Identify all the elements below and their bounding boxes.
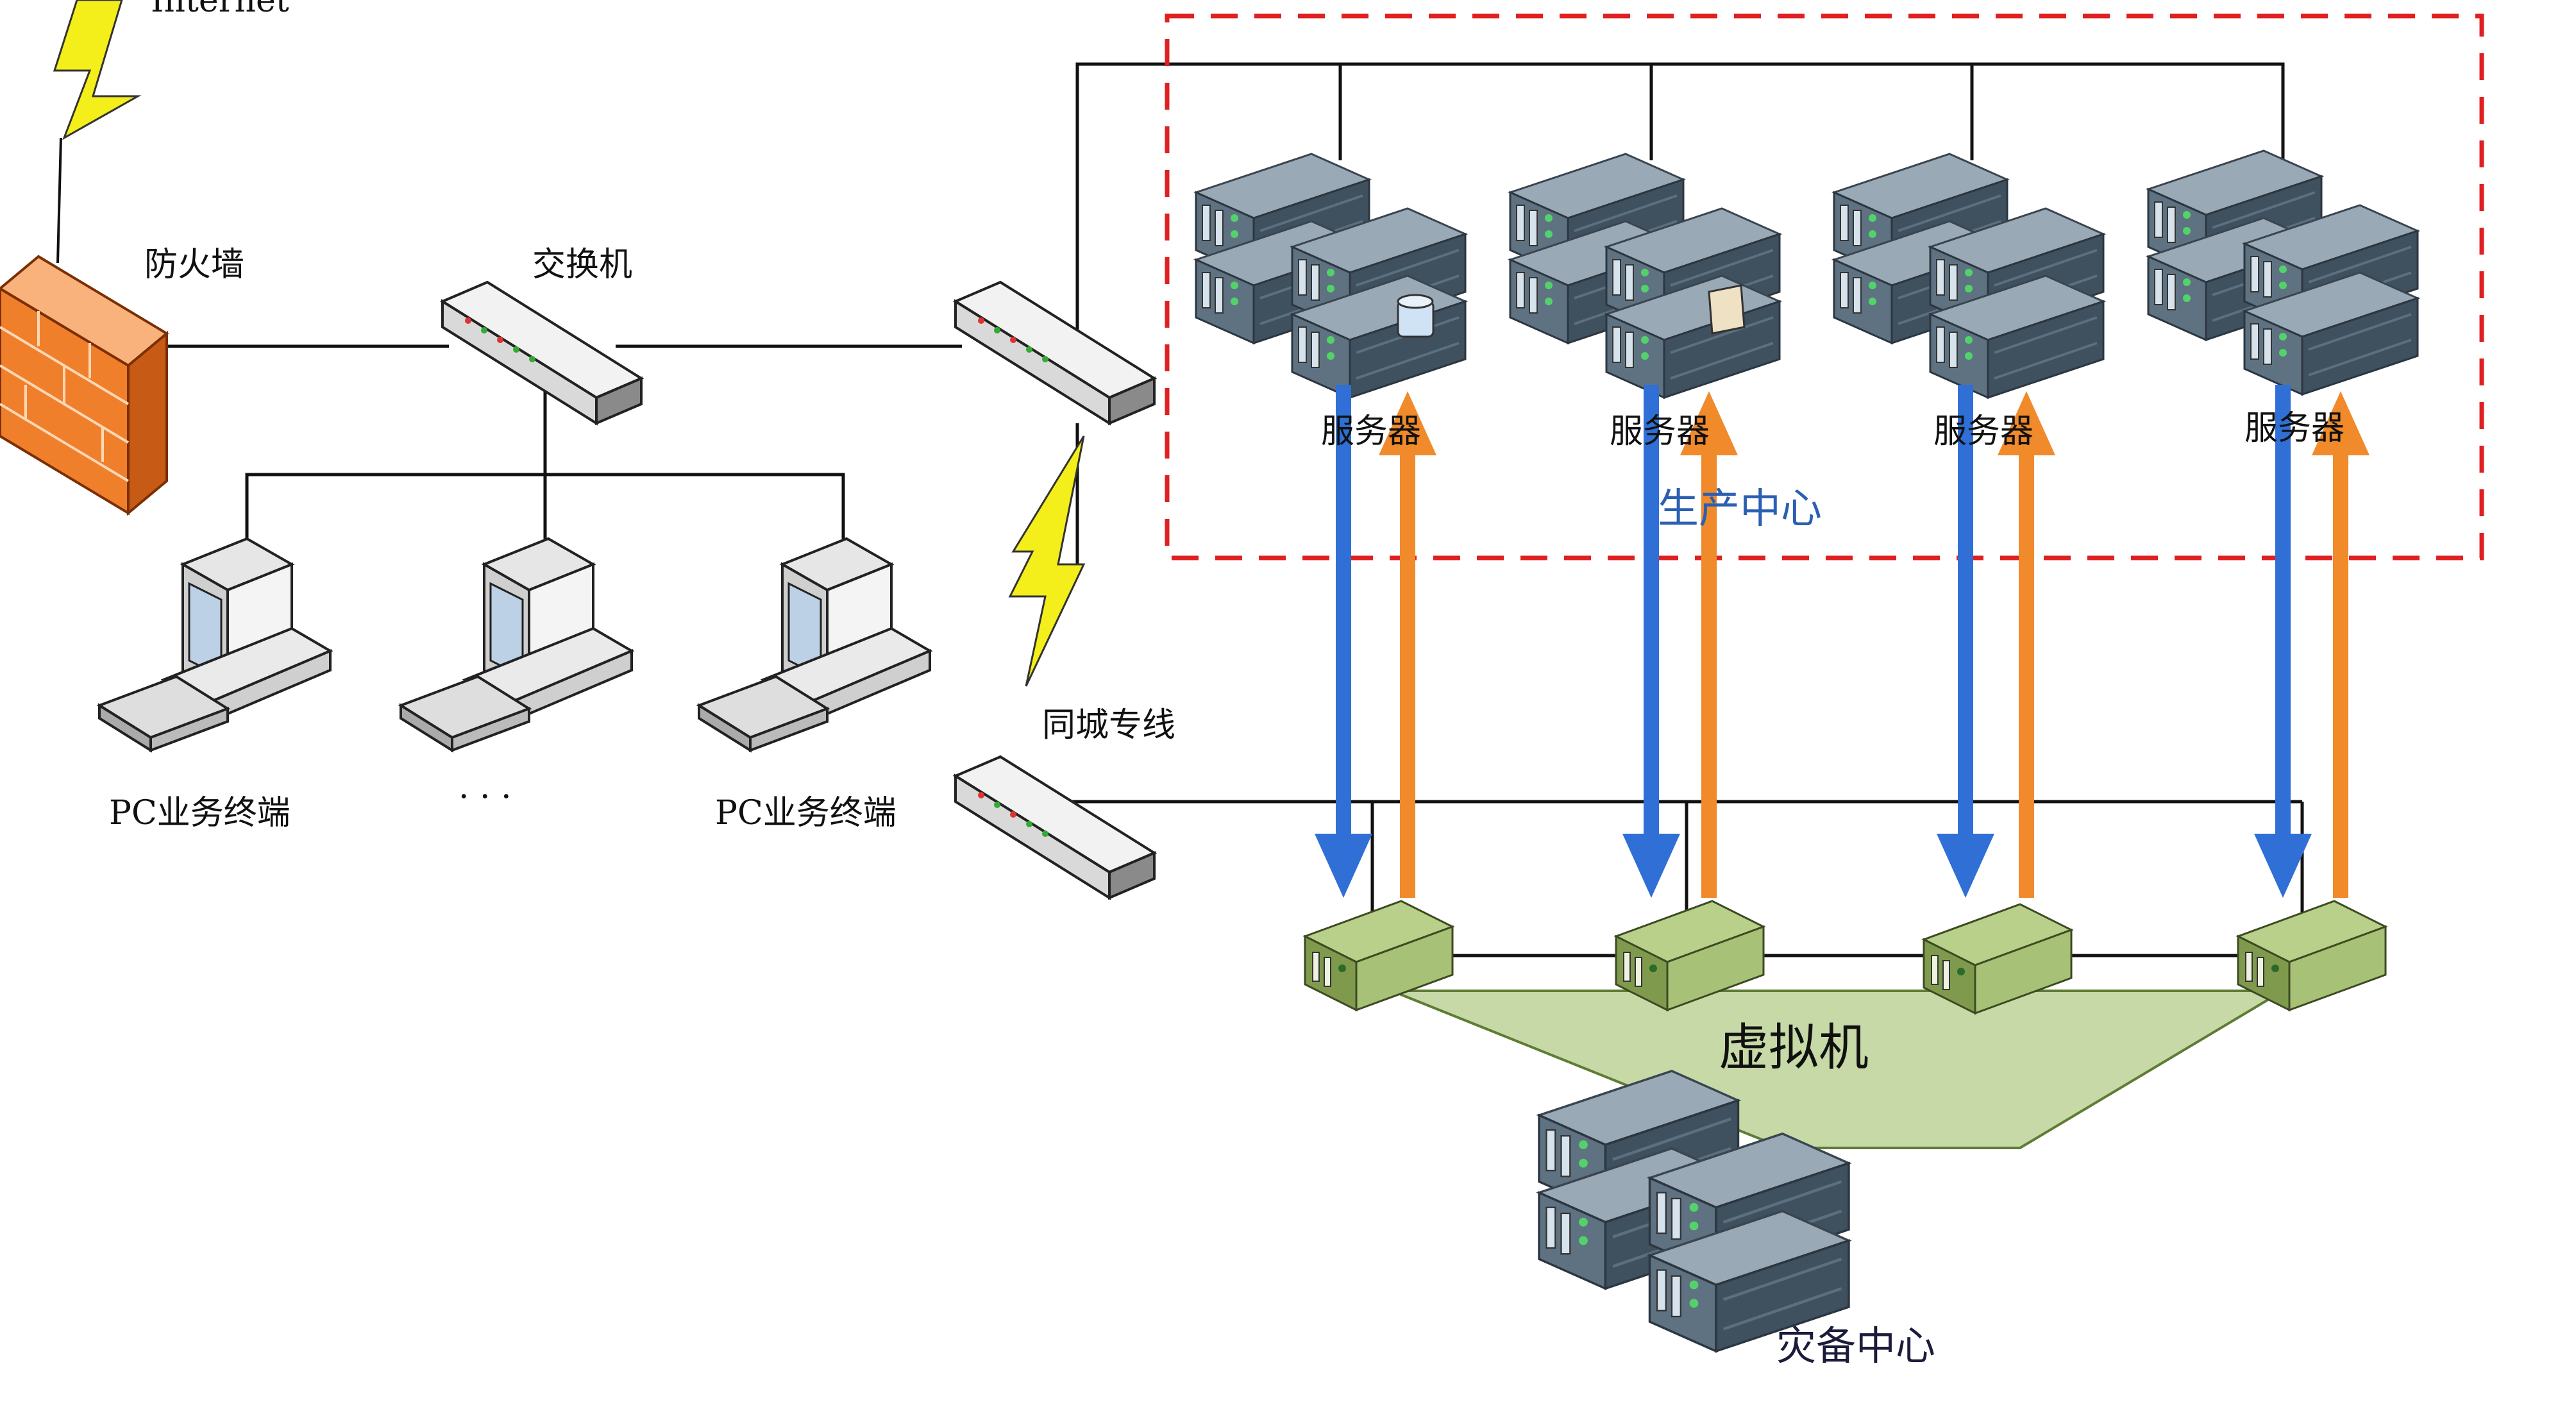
dr-switch-icon xyxy=(954,755,1156,899)
database-icon xyxy=(1397,294,1435,338)
pc-icon-right xyxy=(698,537,931,752)
pc-terminal-left-label: PC业务终端 xyxy=(109,794,290,832)
connection-lines xyxy=(167,62,2304,957)
production-switch-icon xyxy=(954,281,1156,425)
production-server-icon-1 xyxy=(1196,154,1465,398)
production-server-icon-3 xyxy=(1834,154,2103,398)
dr-small-server-icon-4 xyxy=(2237,900,2387,1011)
internet-lightning-icon xyxy=(53,0,142,264)
production-center-boundary xyxy=(1165,13,2484,560)
document-icon xyxy=(1708,284,1746,335)
production-server-icon-4 xyxy=(2148,151,2418,394)
virtual-machine-label: 虚拟机 xyxy=(1719,1019,1869,1077)
core-switch-icon xyxy=(441,281,643,425)
server-label-4: 服务器 xyxy=(2244,409,2344,448)
firewall-label: 防火墙 xyxy=(144,246,244,284)
pc-icon-middle xyxy=(400,537,633,752)
server-label-3: 服务器 xyxy=(1933,412,2033,451)
leased-line-lightning-icon xyxy=(1008,435,1086,687)
server-label-1: 服务器 xyxy=(1321,412,1421,451)
server-label-2: 服务器 xyxy=(1610,412,1710,451)
replication-arrows xyxy=(1315,385,2370,898)
production-server-icon-2 xyxy=(1510,154,1780,398)
pc-terminal-right-label: PC业务终端 xyxy=(715,794,897,832)
switch-label: 交换机 xyxy=(532,246,632,284)
production-center-label: 生产中心 xyxy=(1658,485,1822,533)
disaster-recovery-center-label: 灾备中心 xyxy=(1776,1322,1935,1369)
pc-terminal-dots-label: · · · xyxy=(459,778,512,816)
leased-line-label: 同城专线 xyxy=(1042,706,1175,745)
internet-label: Internet xyxy=(151,0,289,20)
pc-icon-left xyxy=(98,537,332,752)
firewall-icon xyxy=(0,255,169,516)
